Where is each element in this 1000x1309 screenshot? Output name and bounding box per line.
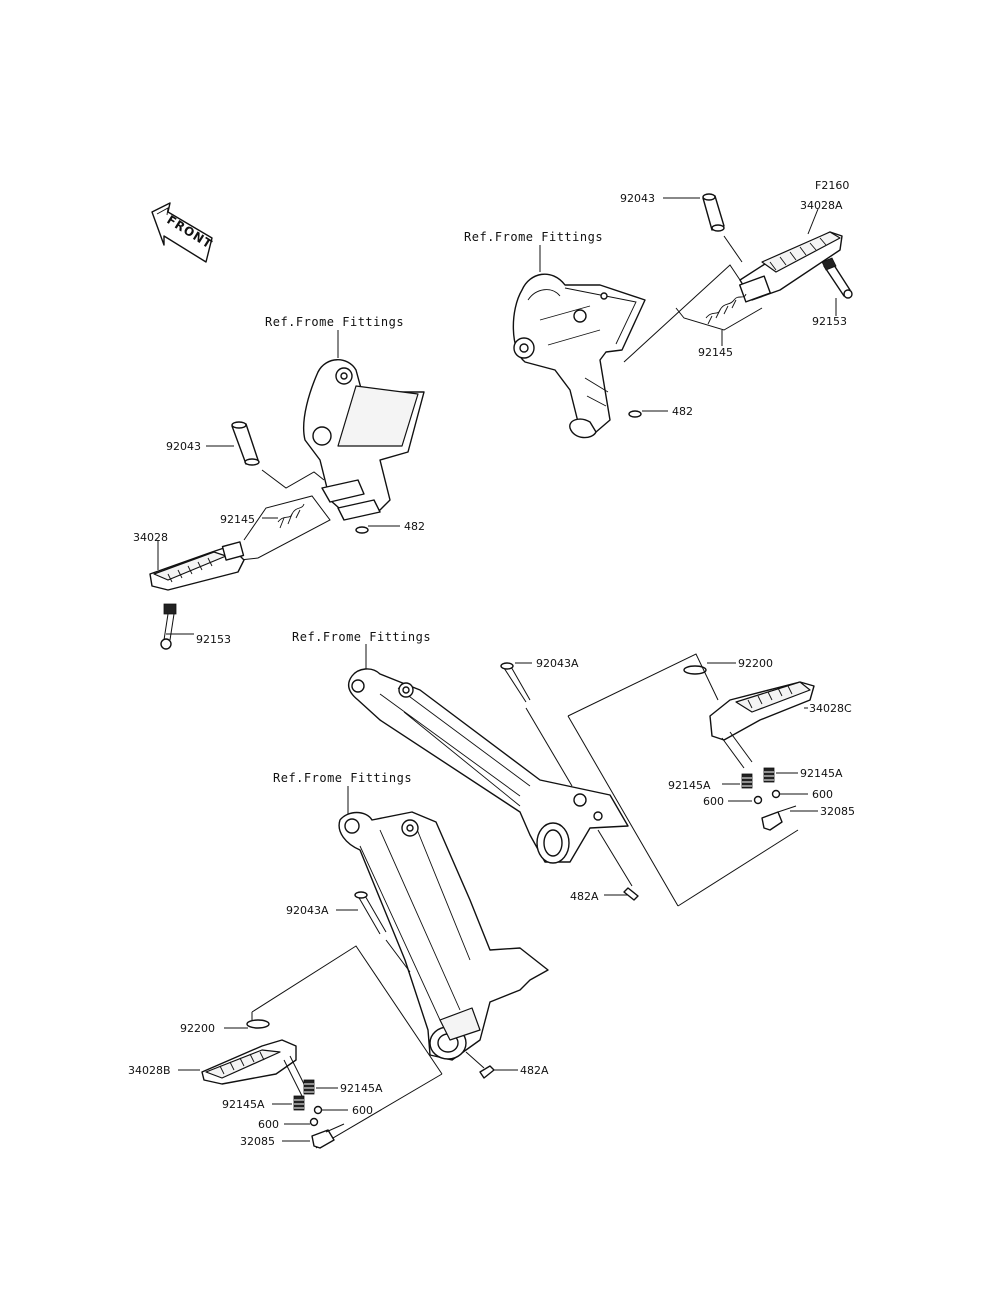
ball-600-right-l [753,795,763,805]
label-92145-left: 92145 [220,513,255,526]
label-482A-left: 482A [520,1064,549,1077]
footpeg-34028 [149,541,245,591]
pin-92043-top [702,193,725,232]
label-600-left-l: 600 [258,1118,279,1131]
ball-600-right-r [771,789,781,799]
label-92043: 92043 [620,192,655,205]
label-600-right-l: 600 [703,795,724,808]
spring-92145A-left-2 [293,1095,305,1111]
label-92145A-left-r: 92145A [340,1082,383,1095]
label-600-left-r: 600 [352,1104,373,1117]
label-32085-left: 32085 [240,1135,275,1148]
pin-32085-left [311,1123,345,1149]
pin-92043A-right [500,662,531,703]
clip-482-left [355,526,369,534]
spring-92145A-left-1 [303,1079,315,1095]
footpeg-34028A [739,231,843,303]
bracket-rear-left [338,811,549,1061]
ref-frame-fittings-label: Ref.Frome Fittings [273,771,412,785]
spring-92145-left [277,503,305,529]
bolt-92153-left [160,603,177,650]
spring-92145-top [705,293,747,325]
label-482-left: 482 [404,520,425,533]
diagram-code: F2160 [815,179,849,192]
ref-frame-fittings-label: Ref.Frome Fittings [464,230,603,244]
ball-600-left-r [313,1105,323,1115]
bracket-front-left [303,359,425,521]
clip-482-top [628,410,642,418]
spring-92145A-right-1 [741,773,753,789]
bolt-92153-top [821,257,853,299]
label-92145A-right-l: 92145A [668,779,711,792]
label-92043-left: 92043 [166,440,201,453]
pin-92043-left [231,421,260,466]
washer-92200-right [683,665,707,675]
label-34028A: 34028A [800,199,843,212]
bracket-front-right [512,273,646,439]
label-92043A-left: 92043A [286,904,329,917]
ball-600-left-l [309,1117,319,1127]
ref-frame-fittings-label: Ref.Frome Fittings [292,630,431,644]
footpeg-34028C [709,681,815,769]
label-32085-right: 32085 [820,805,855,818]
label-34028: 34028 [133,531,168,544]
front-arrow-icon: FRONT [151,202,215,263]
spring-92145A-right-2 [763,767,775,783]
clip-482A-left [479,1065,495,1079]
bracket-rear-right [347,668,629,864]
label-92043A-right: 92043A [536,657,579,670]
label-92200-right: 92200 [738,657,773,670]
clip-482A-right [623,887,639,901]
label-482A-right: 482A [570,890,599,903]
footpeg-34028B [201,1039,309,1097]
ref-frame-fittings-label: Ref.Frome Fittings [265,315,404,329]
label-92145A-left-l: 92145A [222,1098,265,1111]
label-34028C: 34028C [809,702,852,715]
label-92153-left: 92153 [196,633,231,646]
label-92145: 92145 [698,346,733,359]
label-92153: 92153 [812,315,847,328]
washer-92200-left [246,1019,270,1029]
label-34028B: 34028B [128,1064,171,1077]
label-600-right-r: 600 [812,788,833,801]
label-92145A-right-r: 92145A [800,767,843,780]
label-92200-left: 92200 [180,1022,215,1035]
label-482: 482 [672,405,693,418]
pin-92043A-left [354,891,387,935]
pin-32085-right [761,805,797,831]
